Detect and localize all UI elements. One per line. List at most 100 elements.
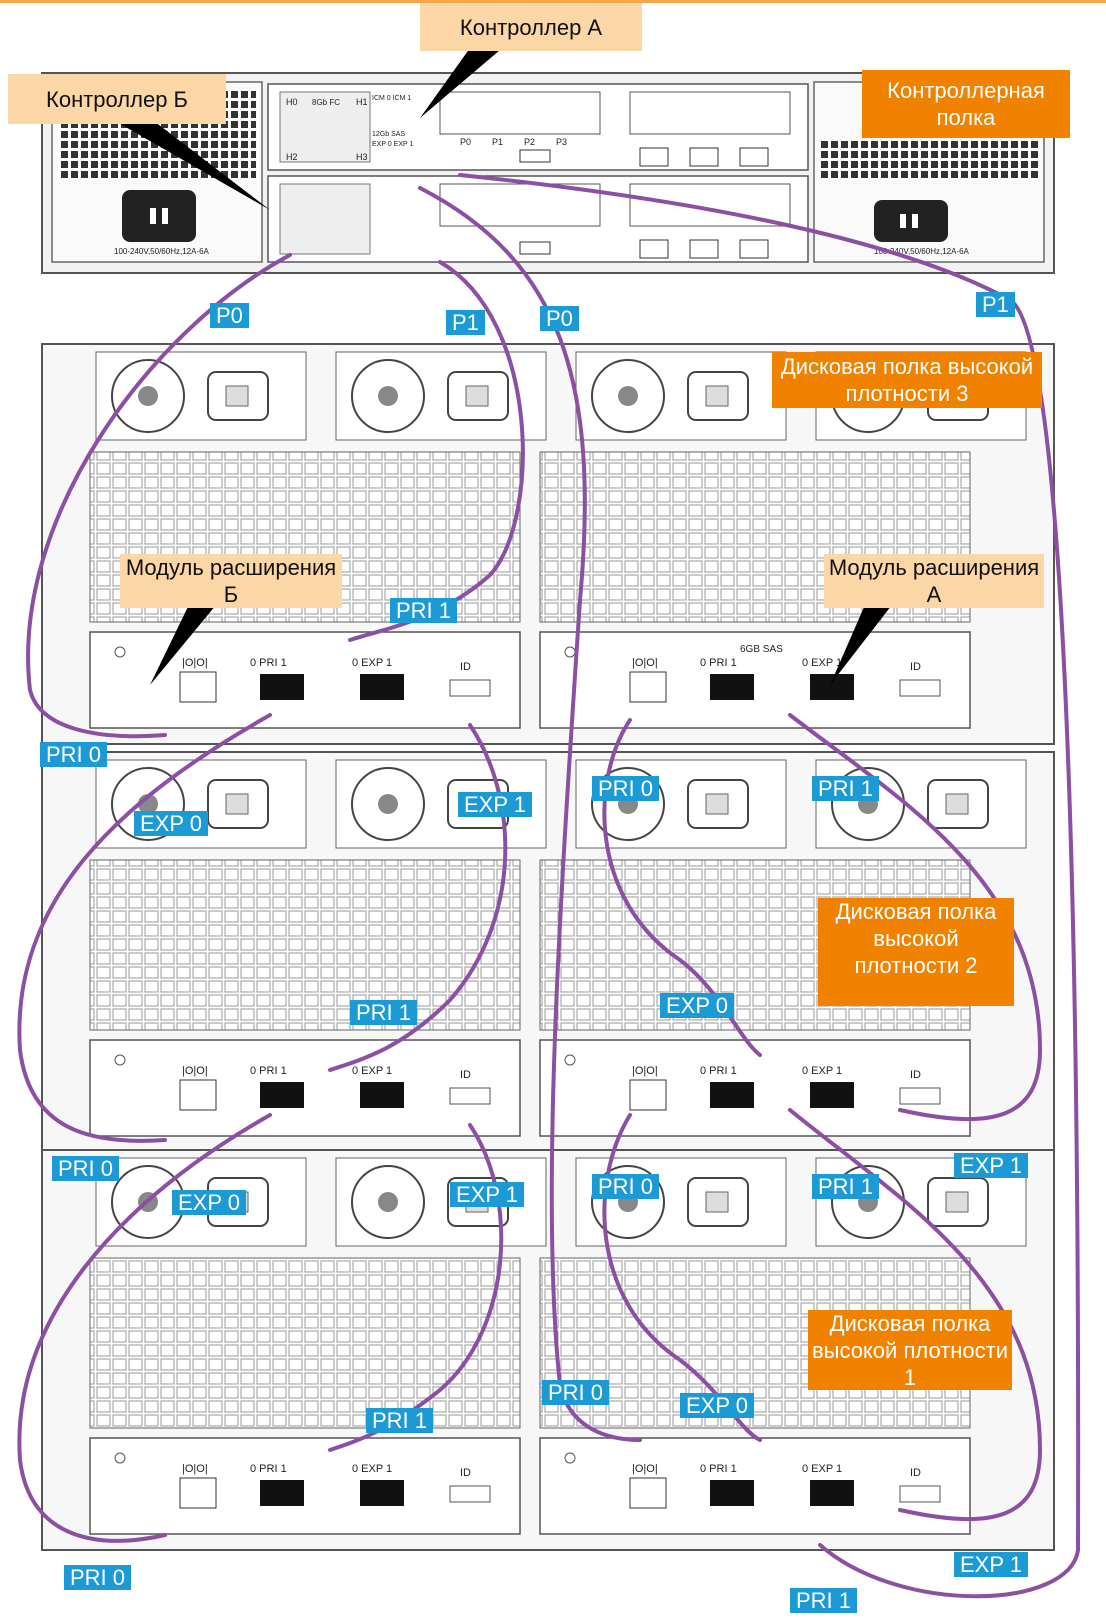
- label-p1: P1: [492, 137, 503, 147]
- callout-controller-b: Контроллер Б: [8, 74, 226, 124]
- pointer-controller-b: [110, 118, 270, 210]
- screw-icon: [114, 1054, 126, 1066]
- port-label-s1-exp1-a: EXP 1: [954, 1552, 1028, 1577]
- id-display: [449, 1485, 491, 1503]
- pri-label: 0 PRI 1: [700, 1065, 737, 1077]
- cable-s3-exp0-b-to-s2-pri0-b: [17, 713, 272, 1143]
- port-label-s1-pri0-a-top: PRI 0: [592, 1174, 660, 1199]
- pri-port: [710, 1082, 754, 1108]
- pri-label: 0 PRI 1: [250, 1463, 287, 1475]
- io-label: |O|O|: [182, 1463, 208, 1475]
- port-label-s1-pri0-a: PRI 0: [542, 1380, 610, 1405]
- exp-port: [810, 1480, 854, 1506]
- ethernet-port-icon: [179, 1079, 217, 1111]
- exp-label: 0 EXP 1: [802, 657, 842, 669]
- label-fc: 8Gb FC: [312, 98, 340, 107]
- expansion-module-a: |O|O| 0 PRI 1 0 EXP 1 ID: [539, 631, 971, 729]
- id-display: [899, 1485, 941, 1503]
- port-label-s2-pri0-b: PRI 0: [52, 1156, 120, 1181]
- cable-ctrlb-p0-to-s3-pri0-b: [26, 253, 292, 739]
- fan-psu-bay: [575, 759, 787, 849]
- label-p3: P3: [556, 137, 567, 147]
- controller-module-a: H0 8Gb FC H1 H2 H3 ICM 0 ICM 1 12Gb SAS …: [267, 83, 809, 171]
- callout-shelf-1: Дисковая полка высокой плотности 1: [808, 1310, 1012, 1390]
- controller-module-b: [267, 175, 809, 263]
- id-display: [449, 679, 491, 697]
- callout-controller-shelf: Контроллерная полка: [862, 70, 1070, 138]
- label-sas: 12Gb SAS: [372, 131, 405, 138]
- label-exp: EXP 0 EXP 1: [372, 141, 413, 148]
- label-h2: H2: [286, 152, 298, 162]
- power-inlet-icon: [874, 200, 948, 242]
- callout-controller-a: Контроллер А: [420, 3, 642, 51]
- id-display: [899, 1087, 941, 1105]
- exp-label: 0 EXP 1: [352, 1065, 392, 1077]
- fan-psu-bay: [335, 351, 547, 441]
- pri-label: 0 PRI 1: [250, 1065, 287, 1077]
- port-label-s3-pri1-a: PRI 1: [812, 776, 880, 801]
- right-power-supply: 100-240V,50/60Hz,12A-6A: [813, 81, 1045, 263]
- port-label-s3-pri1-b: PRI 1: [390, 598, 458, 623]
- ethernet-port-icon: [179, 671, 217, 703]
- cable-s3-pri1-a-to-s2-exp1-a: [788, 713, 1043, 1122]
- port-label-s2-pri1-b: PRI 1: [350, 1000, 418, 1025]
- screw-icon: [114, 1452, 126, 1464]
- id-label: ID: [910, 661, 921, 673]
- io-label: |O|O|: [632, 657, 658, 669]
- port-label-s1-pri1-b: PRI 1: [366, 1408, 434, 1433]
- callout-expansion-b: Модуль расширения Б: [120, 554, 342, 608]
- port-label-s1-pri0-b: PRI 0: [64, 1565, 132, 1590]
- exp-port: [360, 674, 404, 700]
- exp-label: 0 EXP 1: [802, 1065, 842, 1077]
- id-label: ID: [910, 1467, 921, 1479]
- port-label-ctrl-p1-right: P1: [976, 292, 1015, 317]
- pri-label: 0 PRI 1: [700, 657, 737, 669]
- fan-psu-bay: [575, 1157, 787, 1247]
- label-h0: H0: [286, 97, 298, 107]
- exp-port: [360, 1082, 404, 1108]
- id-label: ID: [460, 661, 471, 673]
- io-label: |O|O|: [632, 1463, 658, 1475]
- port-label-s2-exp0-a: EXP 0: [660, 993, 734, 1018]
- port-label-s2-exp1-a: EXP 1: [954, 1153, 1028, 1178]
- id-display: [899, 679, 941, 697]
- ethernet-port-icon: [629, 671, 667, 703]
- fan-psu-bay: [575, 351, 787, 441]
- port-label-ctrl-p0-right: P0: [540, 306, 579, 331]
- screw-icon: [564, 1452, 576, 1464]
- screw-icon: [564, 1054, 576, 1066]
- port-label-s1-exp0-a: EXP 0: [680, 1393, 754, 1418]
- pri-port: [710, 1480, 754, 1506]
- exp-label: 0 EXP 1: [352, 657, 392, 669]
- port-label-ctrl-p0-left: P0: [210, 303, 249, 328]
- id-label: ID: [460, 1069, 471, 1081]
- id-display: [449, 1087, 491, 1105]
- sas-label: 6GB SAS: [740, 644, 783, 655]
- port-label-ctrl-p1-left: P1: [446, 310, 485, 335]
- id-label: ID: [460, 1467, 471, 1479]
- pri-label: 0 PRI 1: [250, 657, 287, 669]
- screw-icon: [114, 646, 126, 658]
- power-inlet-icon: [122, 190, 196, 242]
- port-label-s1-pri1-a-top: PRI 1: [812, 1174, 880, 1199]
- label-h3: H3: [356, 152, 368, 162]
- pri-port: [260, 1480, 304, 1506]
- exp-port: [810, 674, 854, 700]
- label-p0: P0: [460, 137, 471, 147]
- pri-port: [260, 1082, 304, 1108]
- port-label-s1-exp1-b: EXP 1: [450, 1182, 524, 1207]
- label-p2: P2: [524, 137, 535, 147]
- psu-rating-right: 100-240V,50/60Hz,12A-6A: [874, 247, 970, 256]
- ethernet-port-icon: [179, 1477, 217, 1509]
- label-icm: ICM 0 ICM 1: [372, 95, 411, 102]
- pri-label: 0 PRI 1: [700, 1463, 737, 1475]
- callout-shelf-3: Дисковая полка высокой плотности 3: [772, 352, 1042, 408]
- drive-bay-left: [89, 859, 521, 1031]
- pri-port: [710, 674, 754, 700]
- ethernet-port-icon: [629, 1477, 667, 1509]
- ethernet-port-icon: [629, 1079, 667, 1111]
